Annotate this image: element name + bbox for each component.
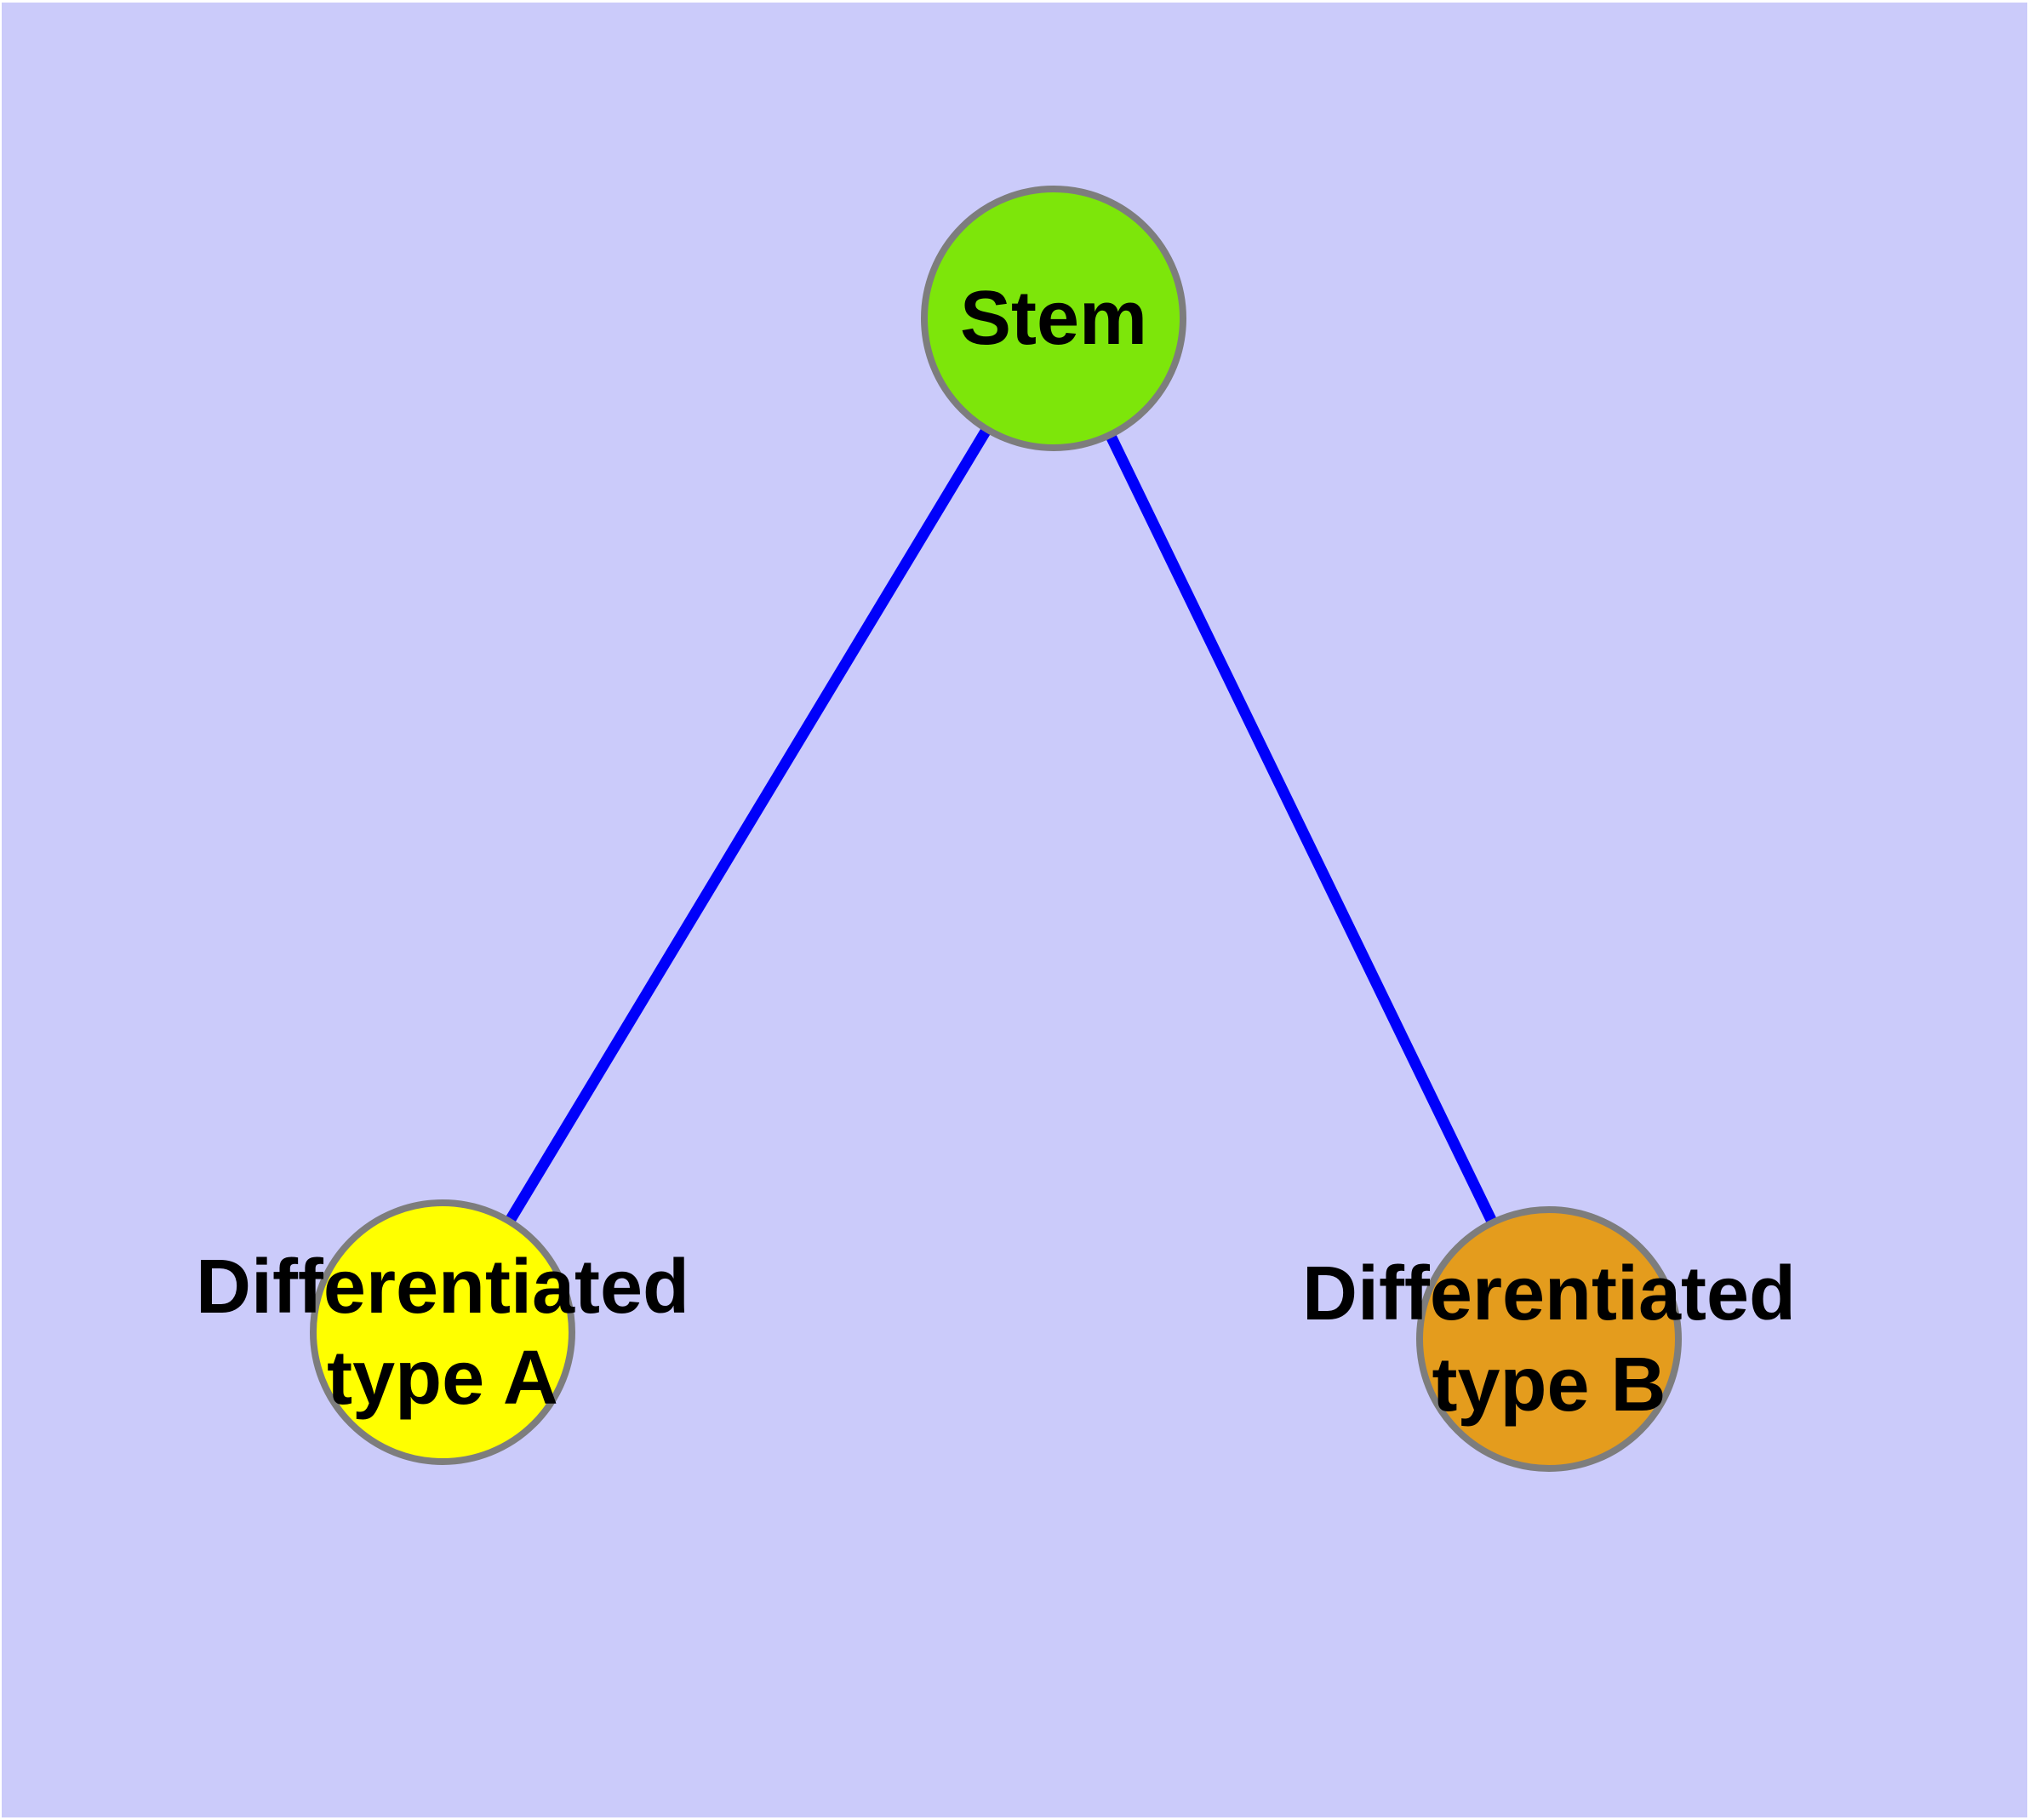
edge-stem-to-type-a — [437, 315, 1059, 1336]
node-type-a — [310, 1199, 575, 1465]
node-type-a-label-line1: Differentiated — [196, 1245, 689, 1330]
node-type-b — [1416, 1206, 1682, 1472]
node-type-b-label-line2: type B — [1432, 1342, 1666, 1428]
edge-stem-to-type-b — [1049, 316, 1554, 1342]
node-stem-label: Stem — [960, 276, 1147, 361]
node-type-a-label-line2: type A — [327, 1336, 558, 1421]
node-stem — [921, 186, 1186, 451]
node-type-b-label-line1: Differentiated — [1302, 1251, 1796, 1336]
